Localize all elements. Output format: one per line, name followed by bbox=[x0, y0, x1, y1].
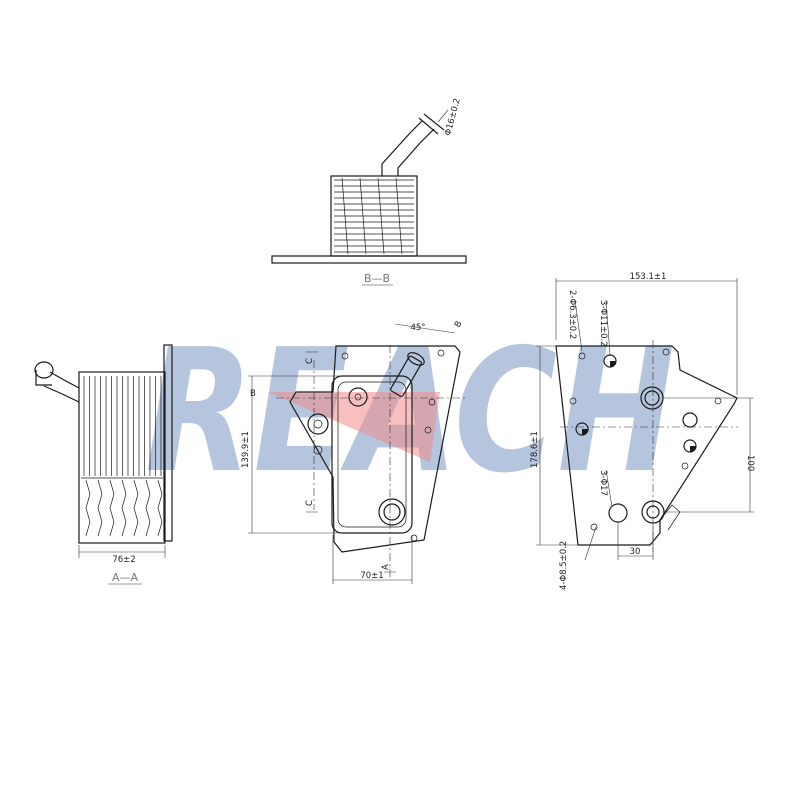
cut-letter-c-top: C bbox=[305, 358, 315, 364]
callout-holes-17: 3-Φ17 bbox=[598, 470, 608, 496]
dim-spacing-30: 30 bbox=[630, 547, 641, 557]
cut-letter-c-bottom: C bbox=[305, 500, 315, 506]
watermark-red-accent bbox=[268, 392, 440, 462]
dim-width-153-1: 153.1±1 bbox=[630, 272, 667, 282]
dim-angle-45: 45° bbox=[410, 323, 425, 333]
cut-letter-b-left: B bbox=[250, 389, 256, 399]
view-right: 153.1±1 178.6±1 100 30 2-Φ6.3±0.2 3-Φ11±… bbox=[530, 272, 755, 590]
dim-width-70: 70±1 bbox=[360, 571, 383, 581]
dim-height-100: 100 bbox=[745, 455, 755, 471]
callout-holes-11: 3-Φ11±0.2 bbox=[598, 300, 608, 347]
watermark: REACH bbox=[145, 313, 675, 511]
dim-height-178-6: 178.6±1 bbox=[530, 431, 540, 468]
cut-letter-b-top: B bbox=[453, 319, 465, 329]
view-aa: 76±2 A—A bbox=[34, 344, 173, 585]
section-label-aa: A—A bbox=[112, 571, 139, 584]
view-front: 139.9±1 70±1 45° B B C C A bbox=[241, 319, 465, 584]
view-bb: Φ16±0.2 B—B bbox=[271, 97, 467, 286]
dim-pipe-diameter: Φ16±0.2 bbox=[443, 97, 463, 136]
cut-letter-a: A bbox=[381, 564, 391, 570]
callout-holes-8-5: 4-Φ8.5±0.2 bbox=[559, 541, 569, 590]
dim-width-76: 76±2 bbox=[112, 555, 135, 565]
callout-holes-6-3: 2-Φ6.3±0.2 bbox=[567, 290, 577, 339]
dim-height-139-9: 139.9±1 bbox=[241, 431, 251, 468]
section-label-bb: B—B bbox=[364, 272, 390, 285]
